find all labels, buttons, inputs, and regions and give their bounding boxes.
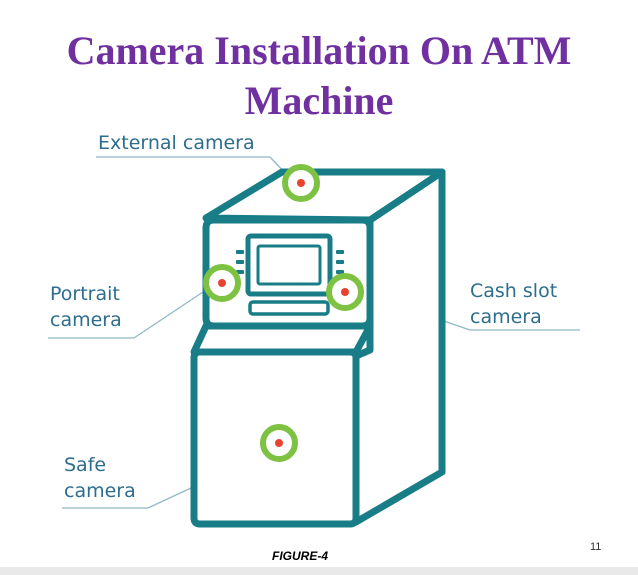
camera-safe-icon	[260, 424, 298, 462]
camera-cashslot-icon	[326, 273, 364, 311]
atm-machine	[190, 168, 446, 528]
atm-card-slot	[248, 300, 330, 316]
label-portrait-camera-line2: camera	[50, 309, 122, 331]
slide-title: Camera Installation On ATM Machine	[66, 28, 572, 123]
label-safe-camera-line1: Safe	[64, 454, 107, 476]
atm-screen	[256, 244, 322, 286]
label-external-camera: External camera	[98, 132, 255, 154]
camera-portrait-icon	[203, 264, 241, 302]
bottom-bar	[0, 567, 638, 575]
leader-line-portrait-diag	[133, 289, 207, 339]
label-cashslot-camera-line1: Cash slot	[470, 280, 558, 302]
label-safe-camera-line2: camera	[64, 480, 136, 502]
label-portrait-camera-line1: Portrait	[50, 283, 120, 305]
figure-caption: FIGURE-4	[271, 549, 328, 563]
page-number: 11	[590, 541, 602, 553]
camera-external-icon	[282, 164, 320, 202]
label-cashslot-camera-line2: camera	[470, 306, 542, 328]
atm-details	[236, 233, 344, 316]
atm-keypad-left	[236, 250, 244, 274]
atm-keypad-right	[336, 250, 344, 274]
atm-counter-ledge	[190, 322, 374, 356]
